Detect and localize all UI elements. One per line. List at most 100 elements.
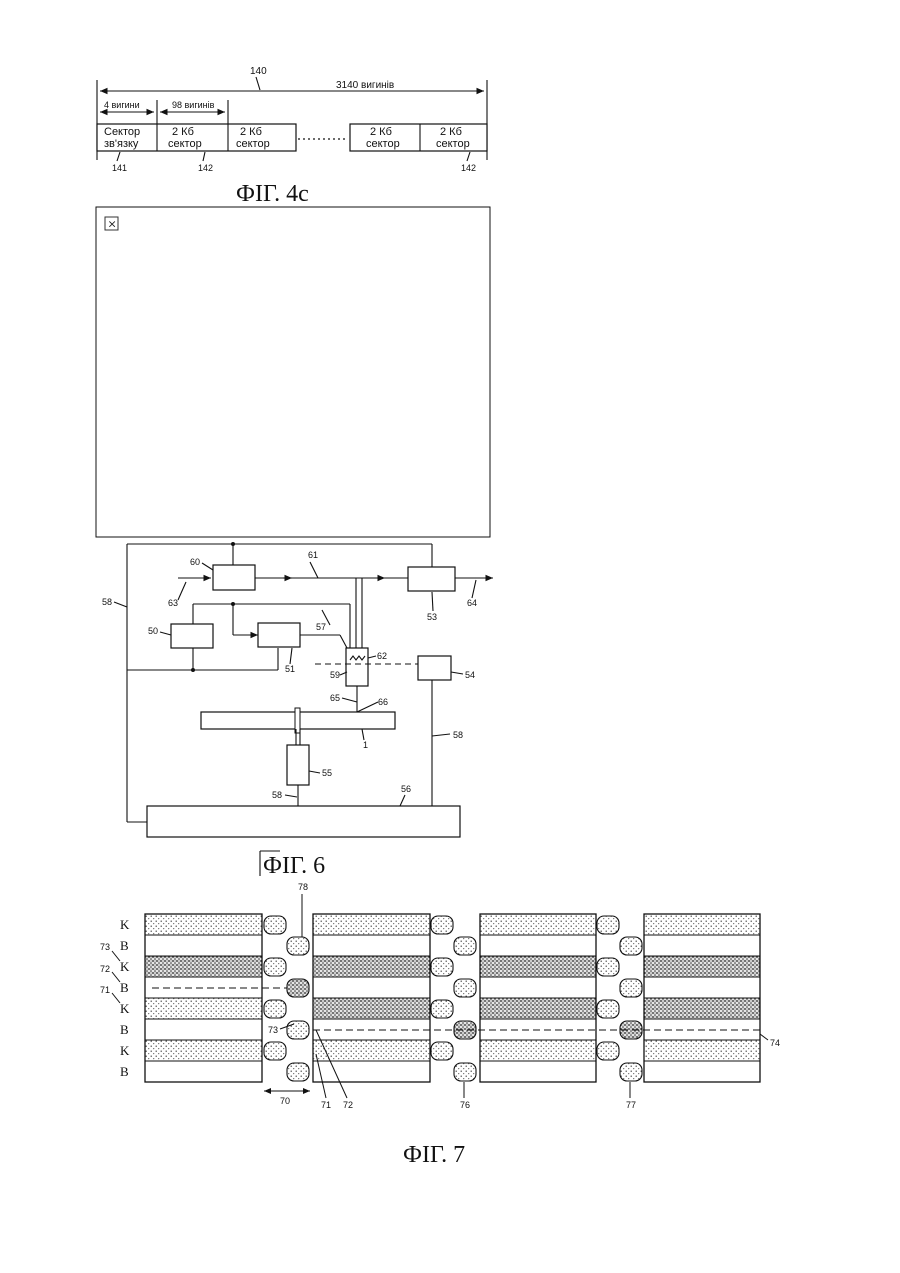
track-segment	[644, 956, 760, 977]
block-50	[171, 624, 213, 648]
track-segment	[480, 914, 596, 935]
row-label: K	[120, 917, 130, 932]
sector-2kb-c-l1: 2 Кб	[370, 126, 392, 138]
track-segment	[480, 998, 596, 1019]
link-sector-line1: Сектор	[104, 126, 140, 138]
pit-mark	[431, 916, 453, 934]
sector-2kb-d-l2: сектор	[436, 138, 470, 150]
svg-text:60: 60	[190, 557, 200, 567]
pit-mark	[454, 1063, 476, 1081]
track-segment	[145, 956, 262, 977]
side-ref-label: 72	[100, 964, 110, 974]
leader-line	[112, 951, 120, 961]
svg-text:64: 64	[467, 598, 477, 608]
track-segment	[313, 998, 430, 1019]
ref-label: 70	[280, 1096, 290, 1106]
svg-text:54: 54	[465, 670, 475, 680]
track-segment	[313, 935, 430, 956]
svg-text:63: 63	[168, 598, 178, 608]
pit-mark	[597, 1000, 619, 1018]
mid-length-label: 98 вигинів	[172, 100, 215, 110]
pit-mark	[287, 979, 309, 997]
svg-text:50: 50	[148, 626, 158, 636]
row-label: B	[120, 938, 129, 953]
row-label: K	[120, 1001, 130, 1016]
fig4c-diagram: 140 3140 вигинів 4 вигини 98 вигинів Сек…	[97, 66, 487, 207]
sector-2kb-c-l2: сектор	[366, 138, 400, 150]
ref-label: 72	[343, 1100, 353, 1110]
track-segment	[145, 1040, 262, 1061]
track-segment	[480, 1061, 596, 1082]
ref-label: 77	[626, 1100, 636, 1110]
pit-mark	[431, 1042, 453, 1060]
left-length-label: 4 вигини	[104, 100, 140, 110]
sector-2kb-d-l1: 2 Кб	[440, 126, 462, 138]
pit-mark	[454, 979, 476, 997]
pit-mark	[287, 937, 309, 955]
total-length-label: 3140 вигинів	[336, 80, 394, 91]
fig6-diagram: 60 63 61 53 64 57 50 51	[102, 542, 493, 879]
fig6-caption: ФІГ. 6	[263, 853, 325, 879]
track-segment	[313, 1040, 430, 1061]
block-51	[258, 623, 300, 647]
row-label: B	[120, 1022, 129, 1037]
block-56	[147, 806, 460, 837]
track-segment	[145, 935, 262, 956]
sector-2kb-b-l2: сектор	[236, 138, 270, 150]
ref-label: 73	[268, 1025, 278, 1035]
pit-mark	[597, 958, 619, 976]
pit-mark	[264, 916, 286, 934]
track-segment	[480, 935, 596, 956]
row-label: B	[120, 1064, 129, 1079]
pit-mark	[597, 1042, 619, 1060]
pit-mark	[431, 1000, 453, 1018]
sector-2kb-a-l2: сектор	[168, 138, 202, 150]
pit-mark	[264, 958, 286, 976]
pit-mark	[264, 1000, 286, 1018]
svg-text:65: 65	[330, 693, 340, 703]
sector-2kb-a-l1: 2 Кб	[172, 126, 194, 138]
row-label: B	[120, 980, 129, 995]
track-segment	[313, 914, 430, 935]
track-segment	[644, 935, 760, 956]
pit-mark	[454, 937, 476, 955]
svg-text:58: 58	[453, 730, 463, 740]
side-ref-label: 71	[100, 985, 110, 995]
track-segment	[145, 1061, 262, 1082]
side-ref-label: 73	[100, 942, 110, 952]
sector-2kb-b-l1: 2 Кб	[240, 126, 262, 138]
track-segment	[644, 977, 760, 998]
ref-label: 74	[770, 1038, 780, 1048]
block-59-head	[346, 648, 368, 686]
track-segment	[644, 998, 760, 1019]
pit-mark	[287, 1063, 309, 1081]
pit-mark	[264, 1042, 286, 1060]
motor-55	[287, 745, 309, 785]
row-label: K	[120, 959, 130, 974]
fig4c-caption: ФІГ. 4с	[236, 181, 309, 207]
svg-text:58: 58	[102, 597, 112, 607]
svg-text:×: ×	[108, 218, 117, 231]
ref-142-a: 142	[198, 163, 213, 173]
pit-mark	[620, 979, 642, 997]
track-segment	[644, 914, 760, 935]
svg-text:55: 55	[322, 768, 332, 778]
svg-text:59: 59	[330, 670, 340, 680]
svg-text:58: 58	[272, 790, 282, 800]
track-segment	[145, 1019, 262, 1040]
track-segment	[644, 1040, 760, 1061]
leader-line	[760, 1034, 768, 1040]
svg-text:61: 61	[308, 550, 318, 560]
row-label: K	[120, 1043, 130, 1058]
svg-text:62: 62	[377, 651, 387, 661]
track-segment	[313, 1061, 430, 1082]
track-segment	[313, 956, 430, 977]
svg-text:1: 1	[363, 740, 368, 750]
svg-text:56: 56	[401, 784, 411, 794]
ref-140: 140	[250, 66, 267, 77]
ref-142-b: 142	[461, 163, 476, 173]
svg-text:57: 57	[316, 622, 326, 632]
ref-label: 76	[460, 1100, 470, 1110]
svg-text:53: 53	[427, 612, 437, 622]
